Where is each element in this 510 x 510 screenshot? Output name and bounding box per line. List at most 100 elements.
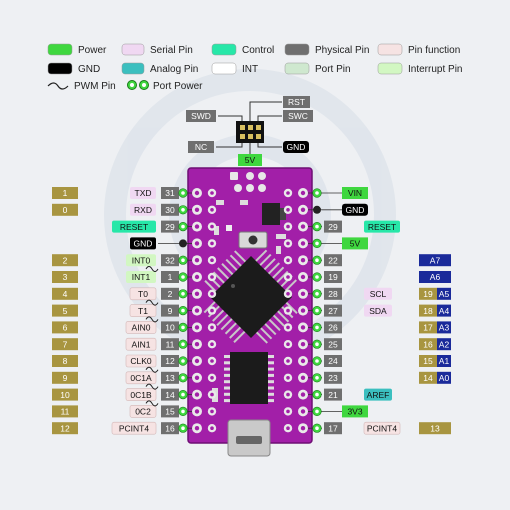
pin-function-box	[129, 405, 157, 418]
header-pad-hole	[194, 207, 200, 212]
legend-port-power-label: Port Power	[153, 81, 203, 92]
arduino-pin-number: 3	[63, 272, 68, 282]
legend-swatch	[121, 43, 145, 56]
header-pad-hole	[194, 190, 200, 196]
reset-button-cap	[248, 235, 258, 245]
header-pad-hole	[210, 409, 214, 414]
chip-pin	[268, 392, 274, 396]
pin-function-box	[126, 254, 156, 267]
physical-pin-number: 25	[328, 339, 338, 349]
chip-pin	[224, 367, 230, 371]
chip-pin	[224, 361, 230, 365]
physical-pin-box	[161, 304, 179, 317]
physical-pin-box	[324, 388, 342, 401]
swd-header-block	[236, 121, 264, 143]
physical-pin-number: 13	[165, 373, 175, 383]
right-pin-row: 3V3	[308, 405, 368, 418]
physical-pin-number: 11	[166, 339, 175, 349]
pin-function-label: T1	[138, 306, 148, 316]
header-pad-hole	[194, 241, 200, 246]
analog-pin-label: A4	[439, 306, 450, 316]
pin-function-box	[130, 237, 156, 250]
arduino-pin-number: 7	[63, 339, 68, 349]
port-power-dot-center	[181, 208, 185, 212]
physical-pin-number: 21	[328, 390, 338, 400]
legend-pwm-label: PWM Pin	[74, 81, 116, 92]
voltage-regulator	[262, 203, 280, 225]
arduino-pin-number: 17	[423, 323, 433, 333]
legend-swatch	[211, 43, 237, 56]
arduino-pin-number-box	[52, 187, 78, 199]
pin-function-box	[126, 271, 156, 283]
header-pad-hole	[210, 325, 214, 330]
physical-pin-box	[161, 271, 179, 283]
pwm-wave-icon	[145, 316, 159, 323]
physical-pin-number: 23	[328, 373, 338, 383]
header-pad-hole	[286, 258, 290, 263]
analog-pin-box	[437, 287, 451, 300]
nc-label-box	[188, 141, 214, 153]
arduino-pin-number-box	[52, 321, 78, 334]
header-pad-hole	[286, 224, 290, 229]
port-power-dot-center	[181, 426, 185, 431]
legend-swatch	[47, 43, 73, 56]
physical-pin-box	[161, 405, 179, 418]
header-pad-hole	[300, 224, 306, 229]
physical-pin-number: 29	[165, 222, 175, 232]
port-power-dot-center	[315, 241, 319, 246]
analog-pin-label: A1	[439, 356, 450, 366]
arduino-pin-number-box	[52, 405, 78, 418]
pin-function-label: AREF	[367, 390, 390, 400]
header-pad-hole	[300, 426, 306, 431]
pin-function-box	[125, 354, 157, 368]
pin-function-label: RESET	[368, 222, 396, 232]
gnd-dot	[313, 205, 321, 214]
pin-function-label: PCINT4	[119, 423, 150, 433]
physical-pin-box	[161, 321, 179, 334]
legend-swatch	[377, 43, 403, 56]
legend-swatch	[284, 43, 310, 56]
power-pin-box	[342, 187, 368, 199]
port-power-dot-center	[181, 376, 185, 380]
arduino-pin-number-box	[52, 254, 78, 267]
header-pad-hole	[300, 308, 306, 313]
power-pin-box	[342, 405, 368, 418]
right-pin-row: GND	[308, 203, 368, 216]
arduino-pin-number-box	[52, 338, 78, 351]
header-pad-hole	[194, 291, 200, 296]
port-power-dot-center	[142, 83, 146, 87]
header-pad-hole	[300, 274, 306, 280]
header-pad-hole	[194, 308, 200, 313]
pin-function-box	[130, 187, 156, 199]
physical-pin-number: 1	[168, 272, 173, 282]
physical-pin-box	[324, 220, 342, 233]
legend-label: Port Pin	[315, 64, 351, 75]
pin-function-box	[364, 304, 392, 317]
physical-pin-number: 26	[328, 323, 338, 333]
header-pad-hole	[210, 258, 214, 263]
physical-pin-box	[324, 304, 342, 317]
swc-label-box	[283, 110, 313, 122]
header-pad-hole	[210, 241, 214, 246]
arduino-pin-number-box	[52, 355, 78, 367]
swd-label: SWD	[191, 111, 211, 121]
pwm-wave-icon	[145, 266, 159, 272]
physical-pin-box	[324, 338, 342, 351]
port-power-dot-center	[315, 392, 319, 397]
arduino-pin-number: 4	[63, 289, 68, 299]
pin-function-label: 0C1A	[130, 373, 152, 383]
arduino-pin-number: 8	[63, 356, 68, 366]
pin-function-box	[125, 337, 157, 351]
port-power-dot-center	[315, 292, 319, 296]
header-pad-hole	[300, 409, 306, 414]
pin-function-label: 0C2	[135, 407, 151, 417]
